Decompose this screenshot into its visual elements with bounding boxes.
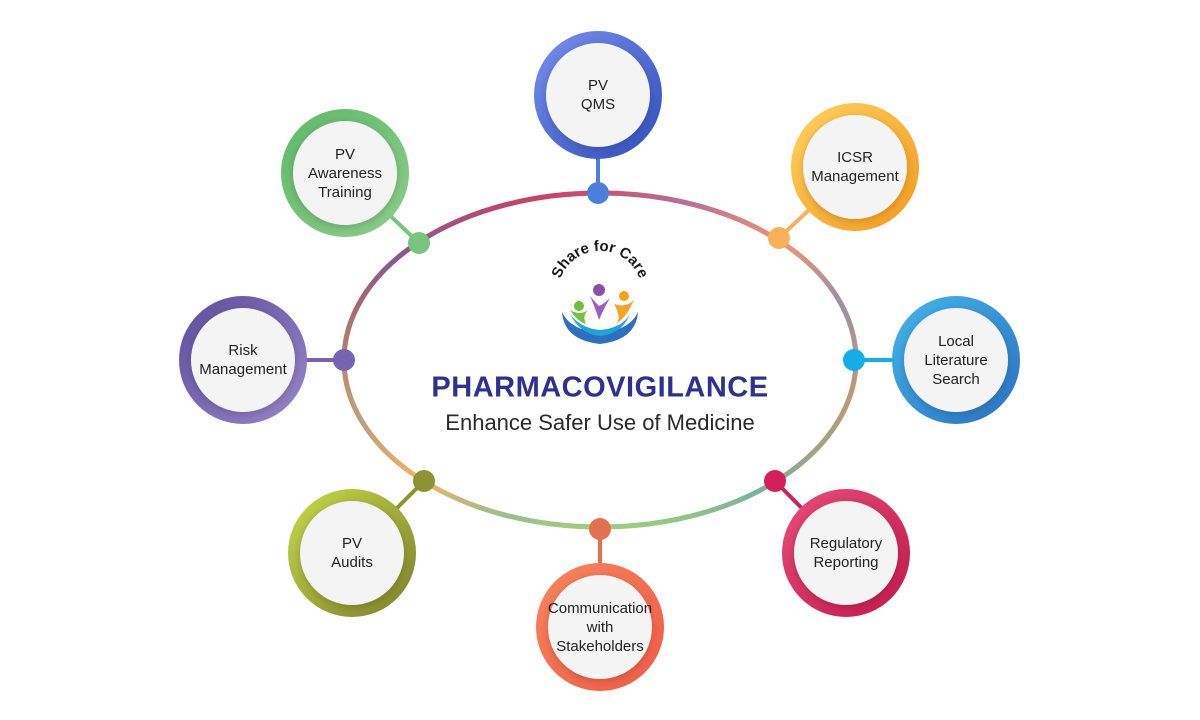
node-pv-audits (288, 489, 416, 617)
logo-text: Share for Care (548, 238, 651, 281)
logo-figure-right-body-icon (614, 300, 634, 324)
connectors (305, 157, 894, 565)
logo-figure-right-head-icon (619, 291, 629, 301)
node-face-regulatory-reporting (794, 501, 898, 605)
logo-hand-highlight-icon (570, 314, 630, 336)
node-risk-management (179, 296, 307, 424)
logo-hand-icon (562, 312, 638, 344)
node-face-pv-qms (546, 43, 650, 147)
node-regulatory-reporting (782, 489, 910, 617)
anchor-dot-regulatory-reporting (764, 470, 786, 492)
center-title: PHARMACOVIGILANCE (431, 371, 769, 404)
logo-figure-left-head-icon (574, 301, 584, 311)
node-face-pv-awareness-training (293, 121, 397, 225)
node-icsr-management (791, 103, 919, 231)
node-face-risk-management (191, 308, 295, 412)
nodes (179, 31, 1020, 691)
anchor-dot-local-literature-search (843, 349, 865, 371)
logo-figure-body-icon (590, 296, 610, 320)
center-subtitle: Enhance Safer Use of Medicine (445, 410, 755, 435)
node-pv-awareness-training (281, 109, 409, 237)
node-face-pv-audits (300, 501, 404, 605)
anchor-dot-pv-awareness-training (408, 232, 430, 254)
anchor-dot-communication-with-stakeholders (589, 518, 611, 540)
node-local-literature-search (892, 296, 1020, 424)
node-face-communication-with-stakeholders (548, 575, 652, 679)
node-pv-qms (534, 31, 662, 159)
logo-figure-left-body-icon (570, 310, 588, 324)
logo-figure-head-icon (593, 284, 605, 296)
anchor-dot-risk-management (333, 349, 355, 371)
anchor-dot-pv-qms (587, 182, 609, 204)
node-face-local-literature-search (904, 308, 1008, 412)
share-for-care-logo: Share for Care (548, 238, 652, 344)
node-communication-with-stakeholders (536, 563, 664, 691)
node-face-icsr-management (803, 115, 907, 219)
anchor-dot-pv-audits (413, 470, 435, 492)
anchor-dot-icsr-management (768, 227, 790, 249)
